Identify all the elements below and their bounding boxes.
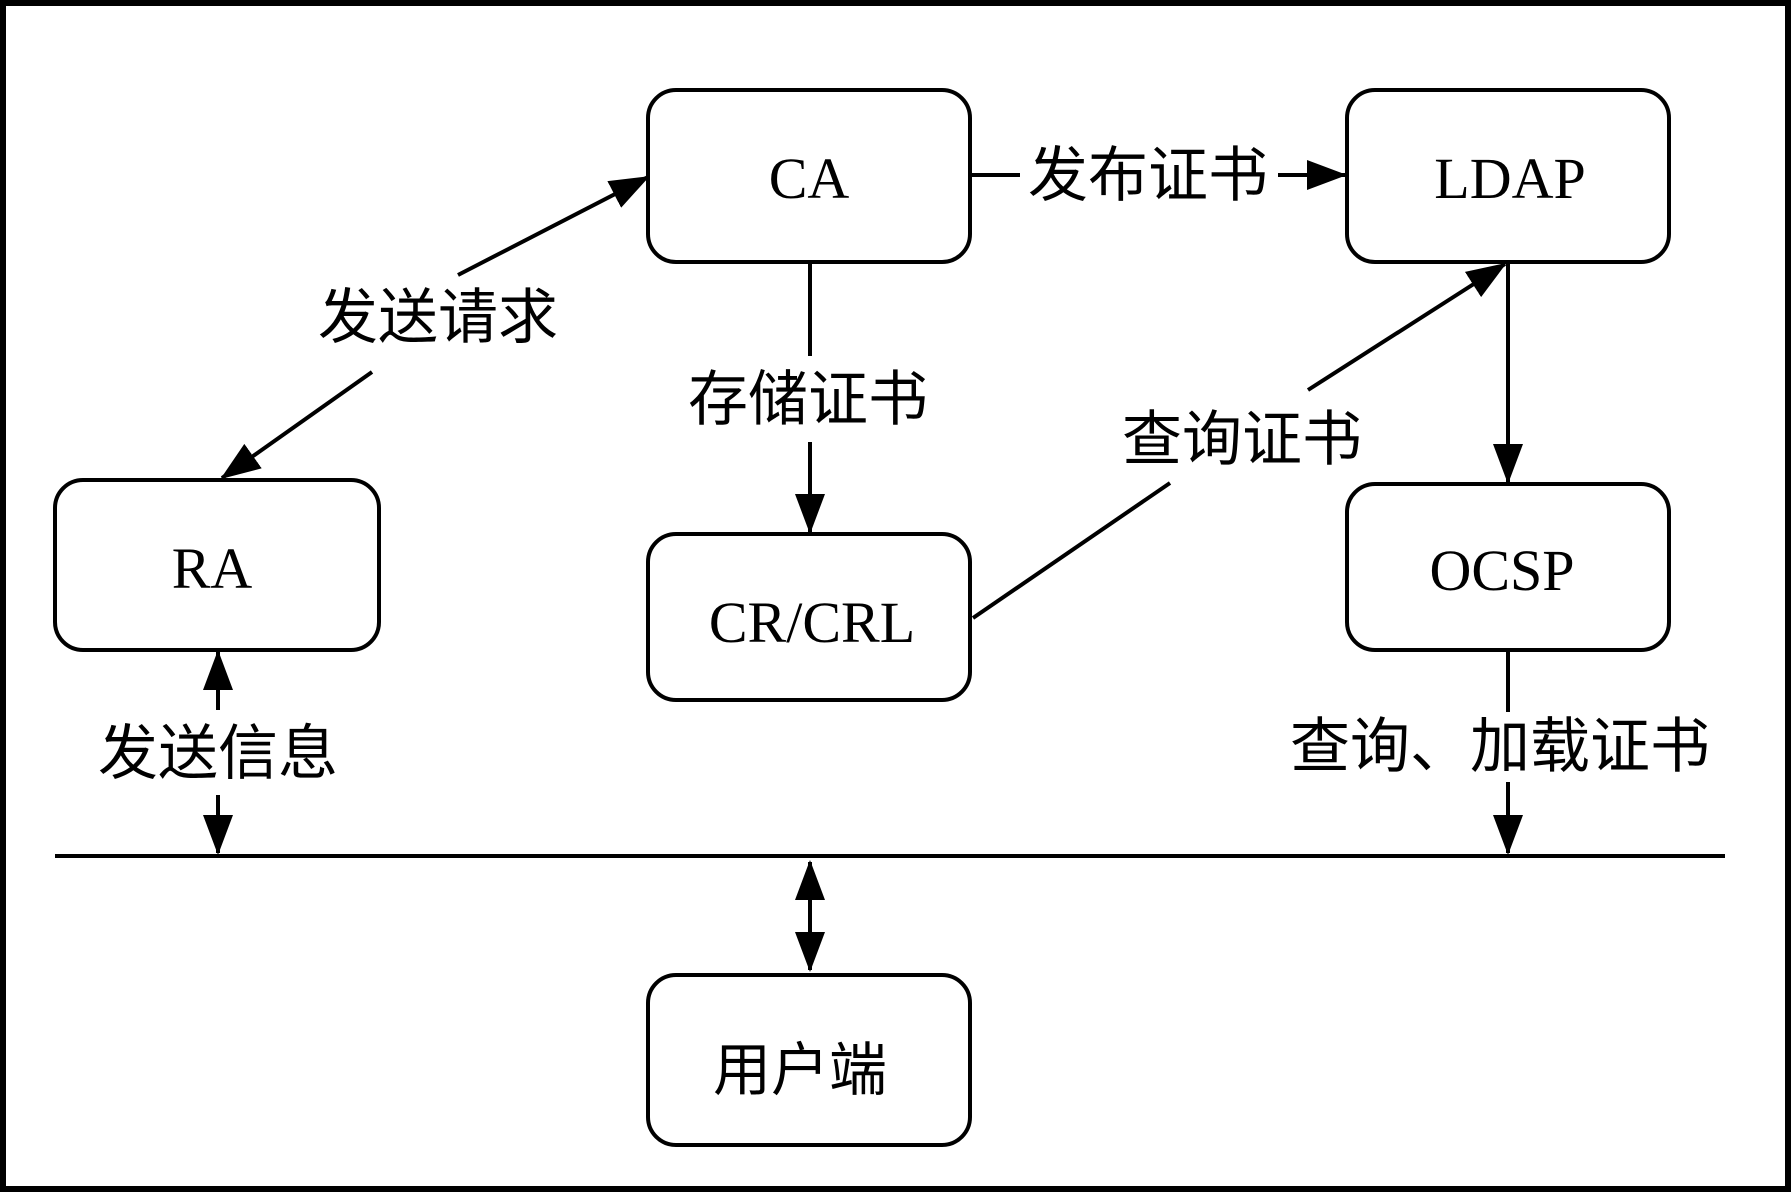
node-ldap: LDAP — [1345, 88, 1671, 264]
edge-ca-ra-lower — [220, 370, 374, 480]
edge-crl-ldap-upper — [1306, 262, 1507, 392]
node-ca-label: CA — [769, 146, 850, 211]
edge-label-query-load-cert: 查询、加载证书 — [1290, 712, 1710, 782]
node-ra: RA — [53, 478, 381, 652]
node-crl-label: CR/CRL — [709, 590, 915, 655]
edge-label-send-info: 发送信息 — [98, 719, 338, 789]
node-ldap-label: LDAP — [1434, 146, 1585, 211]
edge-label-send-request: 发送请求 — [318, 283, 558, 353]
edge-crl-ldap-lower — [971, 481, 1172, 620]
edge-ca-ra-upper — [457, 175, 650, 277]
node-ocsp-label: OCSP — [1429, 538, 1574, 603]
node-ra-label: RA — [172, 536, 253, 601]
node-ocsp: OCSP — [1345, 482, 1671, 652]
edge-label-store-cert: 存储证书 — [688, 365, 928, 435]
node-user: 用户端 — [646, 973, 972, 1147]
node-ca: CA — [646, 88, 972, 264]
node-user-label: 用户端 — [713, 1038, 887, 1103]
edge-label-publish-cert: 发布证书 — [1028, 141, 1268, 211]
edge-label-query-cert: 查询证书 — [1122, 405, 1362, 475]
node-crl: CR/CRL — [646, 532, 972, 702]
